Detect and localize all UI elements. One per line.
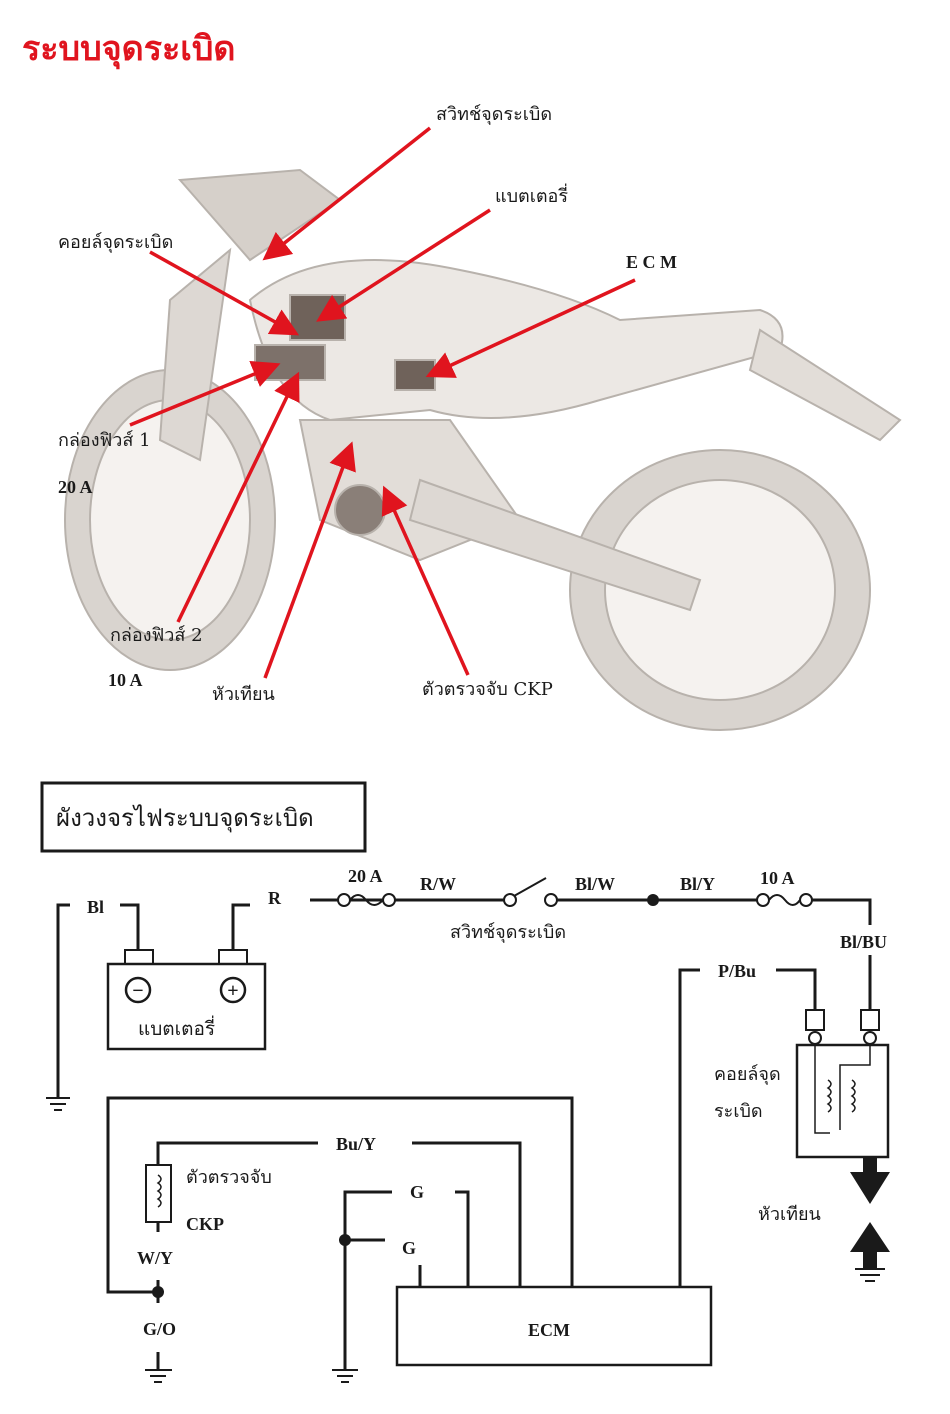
label-ckp-sensor: ตัวตรวจจับ CKP — [422, 679, 553, 700]
wire-label-buy: Bu/Y — [336, 1134, 376, 1154]
ignition-coil: P/Bu คอยล์จุด ระเบิด หัวเทียน — [678, 955, 890, 1287]
ckp-label-1: ตัวตรวจจับ — [186, 1167, 272, 1188]
junction-dot — [152, 1286, 164, 1298]
spark-plug-label: หัวเทียน — [758, 1204, 821, 1225]
ecm-label: ECM — [528, 1320, 570, 1340]
coil-label-1: คอยล์จุด — [714, 1064, 781, 1085]
wire-label-rw: R/W — [420, 874, 456, 894]
label-ecm: E C M — [626, 252, 677, 272]
wire-label-blbu: Bl/BU — [840, 932, 887, 952]
battery-minus-icon: − — [132, 980, 143, 1002]
coil-winding-icon — [826, 1079, 856, 1113]
label-spark-plug: หัวเทียน — [212, 684, 275, 705]
callout-arrows — [129, 126, 636, 679]
label-battery: แบตเตอรี่ — [495, 183, 568, 207]
fuse-10a-label: 10 A — [760, 868, 795, 888]
arrow-ckp — [381, 485, 470, 676]
fuse-20a-icon — [337, 893, 351, 907]
arrow-ecm — [425, 278, 636, 378]
circuit-diagram: ผังวงจรไฟระบบจุดระเบิด − + แบตเตอรี่ — [40, 781, 890, 1383]
page-title: ระบบจุดระเบิด — [22, 29, 236, 70]
wire-label-r: R — [268, 888, 282, 908]
junction-dot — [339, 1234, 351, 1246]
arrow-fuse-box-1 — [129, 361, 281, 427]
label-ignition-coil: คอยล์จุดระเบิด — [58, 232, 173, 253]
battery: − + แบตเตอรี่ — [46, 903, 267, 1111]
battery-label: แบตเตอรี่ — [138, 1015, 215, 1040]
ground-icon — [46, 1097, 70, 1111]
fuse-10a-icon — [756, 893, 770, 907]
fuse-20a-label: 20 A — [348, 866, 383, 886]
arrow-fuse-box-2 — [176, 371, 300, 623]
diagram-title: ผังวงจรไฟระบบจุดระเบิด — [56, 804, 314, 833]
label-fuse-box-2-rating: 10 A — [108, 670, 143, 690]
coil-label-2: ระเบิด — [714, 1101, 763, 1122]
arrow-ignition-switch — [262, 126, 432, 261]
spark-plug-arrow-up-icon — [850, 1222, 890, 1268]
wire-label-wy: W/Y — [137, 1248, 173, 1268]
ground-icon — [332, 1369, 358, 1383]
label-ignition-switch: สวิทช์จุดระเบิด — [436, 104, 552, 125]
ecm-box — [395, 1285, 713, 1367]
wire-label-bl: Bl — [87, 897, 104, 917]
arrow-battery — [316, 208, 491, 322]
label-fuse-box-2: กล่องฟิวส์ 2 — [110, 625, 203, 646]
wire-label-blw: Bl/W — [575, 874, 615, 894]
wire-label-bly: Bl/Y — [680, 874, 715, 894]
spark-plug-arrow-down-icon — [850, 1157, 890, 1204]
wire-label-pbu: P/Bu — [718, 961, 756, 981]
switch-label: สวิทช์จุดระเบิด — [450, 922, 566, 943]
ckp-label-2: CKP — [186, 1214, 224, 1234]
ground-icon — [855, 1268, 885, 1282]
battery-plus-icon: + — [227, 980, 238, 1002]
ignition-switch-icon — [503, 893, 517, 907]
arrow-spark-plug — [263, 441, 356, 679]
motorcycle-illustration — [64, 168, 902, 731]
junction-dot — [647, 894, 659, 906]
ground-icon — [145, 1369, 172, 1383]
diagram-title-box — [40, 781, 367, 853]
label-fuse-box-1: กล่องฟิวส์ 1 — [58, 430, 151, 451]
wire-label-go: G/O — [143, 1319, 176, 1339]
arrow-ignition-coil — [149, 250, 300, 336]
ckp-sensor-icon — [145, 1164, 172, 1223]
wire-label-g2: G — [402, 1238, 416, 1258]
label-fuse-box-1-rating: 20 A — [58, 477, 93, 497]
callout-labels: สวิทช์จุดระเบิด แบตเตอรี่ E C M คอยล์จุด… — [58, 104, 677, 705]
wire-label-g1: G — [410, 1182, 424, 1202]
